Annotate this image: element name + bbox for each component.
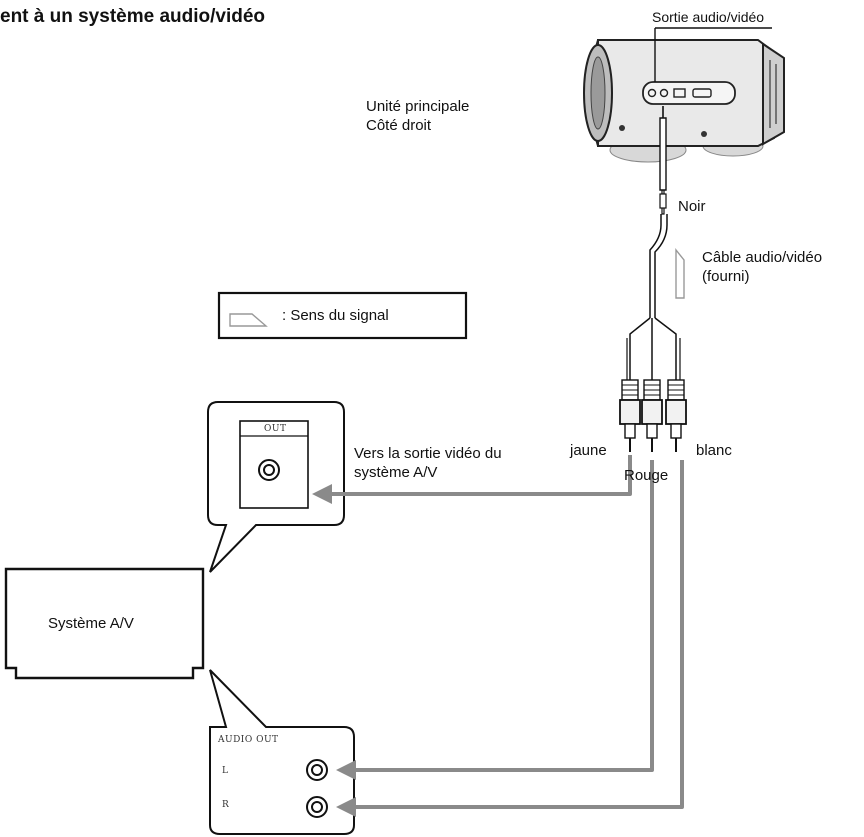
cable-name-line1: Câble audio/vidéo (702, 249, 823, 266)
page-title: ent à un système audio/vidéo (0, 6, 266, 27)
rca-plug-white (665, 379, 687, 452)
legend-box (217, 291, 468, 340)
camera-unit (583, 27, 785, 163)
video-out-panel (207, 401, 345, 573)
audio-out-header: AUDIO OUT (218, 735, 279, 745)
signal-direction-arrow-icon (675, 248, 685, 299)
audio-out-panel (209, 669, 355, 835)
audio-left-signal-arrow (336, 460, 654, 780)
cable-name-line2: (fourni) (702, 268, 750, 285)
av-system-label: Système A/V (48, 615, 134, 632)
signal-paths (312, 455, 684, 817)
video-caption-line2: système A/V (354, 464, 438, 481)
video-caption-line1: Vers la sortie vidéo du (354, 445, 502, 462)
legend-text: : Sens du signal (282, 307, 389, 324)
av-cable (626, 106, 681, 380)
rca-plug-red (641, 379, 663, 452)
rca-plug-yellow (619, 379, 641, 452)
audio-left-label: L (222, 766, 229, 776)
video-out-jack-label: OUT (264, 424, 287, 434)
plug-yellow-label: jaune (570, 442, 607, 459)
audio-right-signal-arrow (336, 460, 684, 817)
unit-label-line2: Côté droit (366, 117, 432, 134)
plug-red-label: Rouge (624, 467, 669, 484)
plug-color-label: Noir (678, 198, 706, 215)
plug-white-label: blanc (696, 442, 732, 459)
av-system-box (4, 567, 205, 680)
port-label: Sortie audio/vidéo (652, 9, 765, 25)
unit-label-line1: Unité principale (366, 98, 470, 115)
legend-arrow-icon (229, 313, 268, 327)
video-signal-arrow (312, 455, 632, 504)
audio-right-label: R (222, 800, 230, 810)
